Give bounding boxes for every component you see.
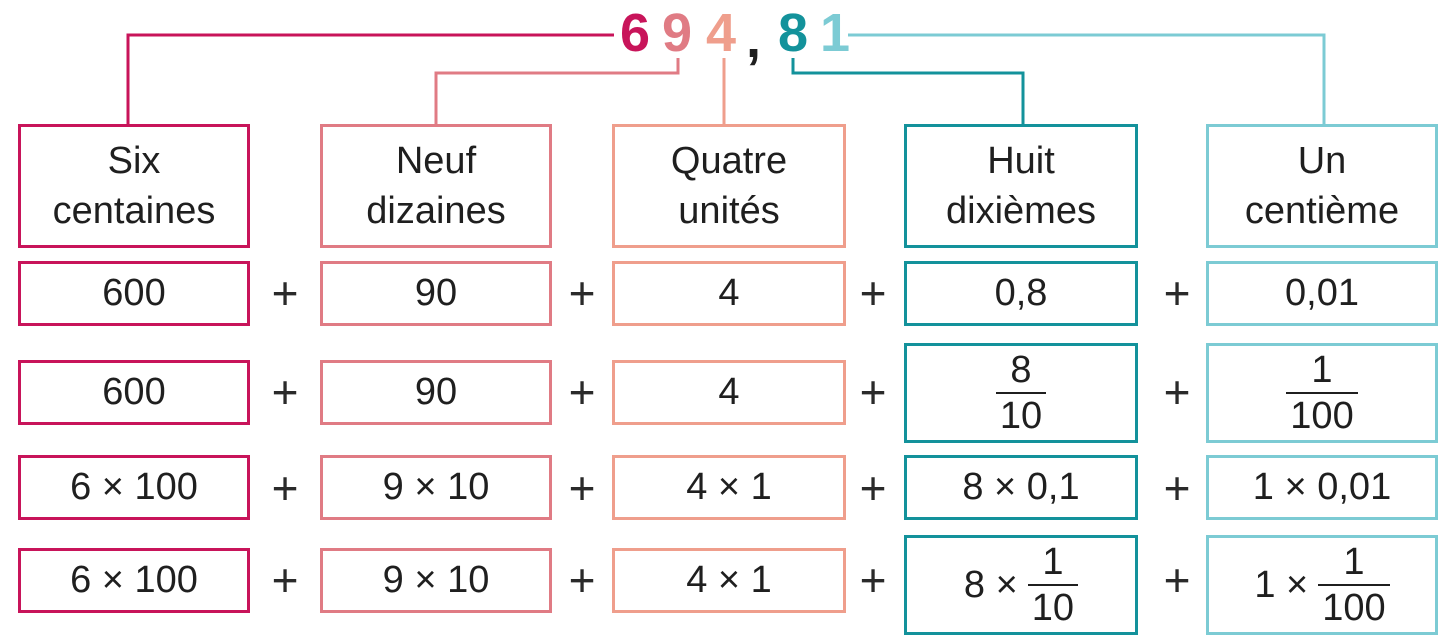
fraction-denominator: 10 <box>1031 587 1075 629</box>
label-line-1: Quatre <box>670 140 788 182</box>
fraction-denominator: 100 <box>1290 395 1354 437</box>
fraction-denominator: 100 <box>1322 587 1386 629</box>
plus-sign: + <box>271 462 299 514</box>
cell-units-row4: 4 × 1 <box>612 548 846 613</box>
cell-tenths-row1: 0,8 <box>904 261 1138 326</box>
cell-tenths-row2: 8 10 <box>904 343 1138 443</box>
cell-hundredths-row4: 1 × 1 100 <box>1206 535 1438 635</box>
label-line-2: centième <box>1244 190 1400 232</box>
digit-units: 4 <box>706 3 737 63</box>
product-prefix: 8 × <box>963 563 1018 606</box>
label-hundredths: Un centième <box>1206 124 1438 248</box>
label-units: Quatre unités <box>612 124 846 248</box>
cell-hundreds-row1: 600 <box>18 261 250 326</box>
digit-tens: 9 <box>662 3 693 63</box>
label-line-2: centaines <box>52 190 216 232</box>
fraction-bar <box>1286 392 1358 394</box>
label-tenths: Huit dixièmes <box>904 124 1138 248</box>
plus-sign: + <box>1163 366 1191 418</box>
plus-sign: + <box>1163 554 1191 606</box>
fraction-denominator: 10 <box>999 395 1043 437</box>
cell-units-row2: 4 <box>612 360 846 425</box>
product: 1 × 1 100 <box>1254 541 1390 629</box>
label-line-1: Huit <box>987 140 1055 182</box>
cell-tens-row4: 9 × 10 <box>320 548 552 613</box>
digit-tenths: 8 <box>778 3 809 63</box>
cell-units-row1: 4 <box>612 261 846 326</box>
plus-sign: + <box>859 462 887 514</box>
plus-sign: + <box>1163 267 1191 319</box>
cell-hundredths-row1: 0,01 <box>1206 261 1438 326</box>
cell-tens-row2: 90 <box>320 360 552 425</box>
label-line-2: dixièmes <box>946 190 1096 232</box>
fraction-bar <box>995 392 1047 394</box>
cell-hundreds-row2: 600 <box>18 360 250 425</box>
fraction-numerator: 1 <box>1042 541 1064 583</box>
plus-sign: + <box>271 267 299 319</box>
label-hundreds: Six centaines <box>18 124 250 248</box>
plus-sign: + <box>859 554 887 606</box>
label-line-2: dizaines <box>366 190 506 232</box>
fraction-numerator: 1 <box>1311 349 1333 391</box>
plus-sign: + <box>568 366 596 418</box>
connector-line-1 <box>848 33 1326 124</box>
cell-hundreds-row4: 6 × 100 <box>18 548 250 613</box>
plus-sign: + <box>568 554 596 606</box>
plus-sign: + <box>568 462 596 514</box>
plus-sign: + <box>271 554 299 606</box>
fraction-numerator: 8 <box>1010 349 1032 391</box>
digit-hundreds: 6 <box>620 3 651 63</box>
decimal-comma: , <box>746 9 762 69</box>
digit-hundredths: 1 <box>820 3 851 63</box>
fraction-numerator: 1 <box>1343 541 1365 583</box>
cell-units-row3: 4 × 1 <box>612 455 846 520</box>
plus-sign: + <box>859 267 887 319</box>
fraction: 1 10 <box>1027 541 1079 629</box>
cell-tens-row3: 9 × 10 <box>320 455 552 520</box>
plus-sign: + <box>271 366 299 418</box>
fraction-bar <box>1318 584 1390 586</box>
cell-tenths-row4: 8 × 1 10 <box>904 535 1138 635</box>
label-line-1: Neuf <box>395 140 477 182</box>
plus-sign: + <box>1163 462 1191 514</box>
label-line-1: Six <box>107 140 161 182</box>
label-line-1: Un <box>1297 140 1347 182</box>
plus-sign: + <box>859 366 887 418</box>
cell-hundredths-row2: 1 100 <box>1206 343 1438 443</box>
label-tens: Neuf dizaines <box>320 124 552 248</box>
product: 8 × 1 10 <box>963 541 1079 629</box>
fraction-bar <box>1027 584 1079 586</box>
cell-hundredths-row3: 1 × 0,01 <box>1206 455 1438 520</box>
label-line-2: unités <box>678 190 780 232</box>
connector-line-8 <box>791 58 1025 124</box>
fraction: 1 100 <box>1286 349 1358 437</box>
fraction: 8 10 <box>995 349 1047 437</box>
plus-sign: + <box>568 267 596 319</box>
fraction: 1 100 <box>1318 541 1390 629</box>
cell-tenths-row3: 8 × 0,1 <box>904 455 1138 520</box>
cell-tens-row1: 90 <box>320 261 552 326</box>
cell-hundreds-row3: 6 × 100 <box>18 455 250 520</box>
product-prefix: 1 × <box>1254 563 1309 606</box>
connector-line-6 <box>126 33 614 124</box>
connector-line-9 <box>434 58 680 124</box>
